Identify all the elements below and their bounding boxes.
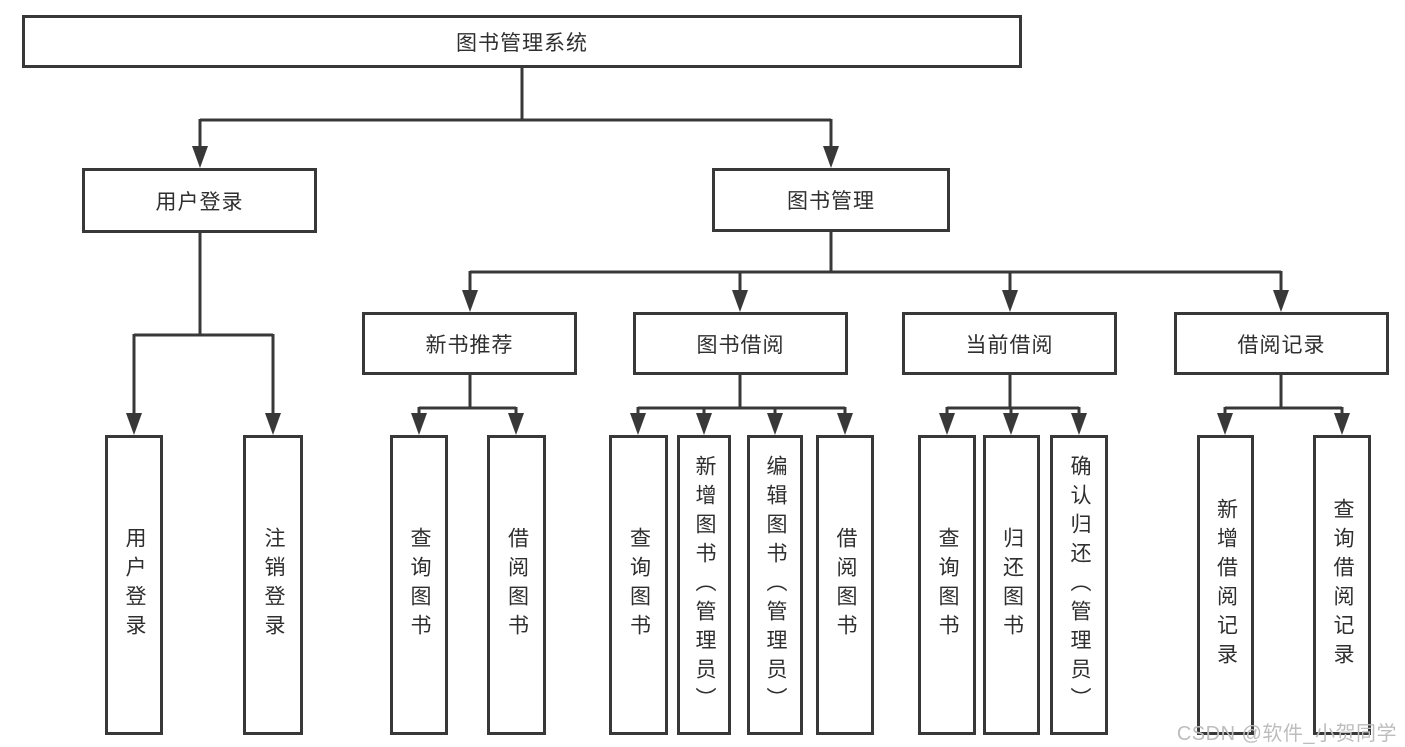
leaf-label: 查询图书 (627, 527, 651, 643)
leaf-edit-books-admin: 编辑图书（管理员） (747, 435, 803, 735)
leaf-label: 查询借阅记录 (1331, 498, 1354, 672)
node-label: 图书管理系统 (456, 31, 588, 55)
node-label: 图书管理 (787, 190, 875, 213)
node-library-management-system: 图书管理系统 (22, 15, 1022, 68)
leaf-label: 新增借阅记录 (1214, 498, 1238, 672)
leaf-label: 注销登录 (262, 527, 285, 643)
leaf-query-borrow-record: 查询借阅记录 (1313, 435, 1371, 735)
csdn-watermark: CSDN @软件_小贺同学 (1176, 723, 1397, 745)
node-label: 借阅记录 (1237, 333, 1326, 357)
leaf-label: 借阅图书 (834, 527, 857, 643)
leaf-label: 查询图书 (408, 527, 431, 643)
leaf-add-books-admin: 新增图书（管理员） (677, 435, 731, 735)
leaf-query-books-current: 查询图书 (918, 435, 976, 735)
leaf-label: 查询图书 (936, 527, 959, 643)
node-new-book-recommendation: 新书推荐 (362, 312, 577, 375)
leaf-borrow-books: 借阅图书 (816, 435, 874, 735)
leaf-user-login: 用户登录 (105, 435, 163, 735)
leaf-logout: 注销登录 (243, 435, 303, 735)
leaf-query-books-borrowing: 查询图书 (609, 435, 668, 735)
node-book-borrowing: 图书借阅 (633, 312, 848, 375)
leaf-label: 借阅图书 (505, 527, 529, 643)
node-user-login: 用户登录 (82, 168, 317, 233)
node-label: 当前借阅 (965, 333, 1054, 357)
node-book-management: 图书管理 (712, 168, 950, 232)
leaf-label: 编辑图书（管理员） (764, 454, 787, 716)
node-label: 图书借阅 (696, 333, 785, 357)
node-label: 用户登录 (155, 190, 244, 214)
leaf-add-borrow-record: 新增借阅记录 (1197, 435, 1254, 735)
leaf-label: 归还图书 (1000, 527, 1024, 643)
leaf-confirm-return-admin: 确认归还（管理员） (1050, 435, 1108, 735)
leaf-return-books: 归还图书 (983, 435, 1040, 735)
leaf-label: 确认归还（管理员） (1068, 454, 1091, 716)
leaf-borrow-books-recommend: 借阅图书 (487, 435, 546, 735)
node-borrowing-records: 借阅记录 (1174, 312, 1389, 375)
leaf-label: 新增图书（管理员） (693, 454, 716, 716)
leaf-query-books-recommend: 查询图书 (390, 435, 448, 735)
leaf-label: 用户登录 (123, 527, 146, 643)
node-label: 新书推荐 (425, 333, 514, 357)
node-current-borrowing: 当前借阅 (902, 312, 1117, 375)
